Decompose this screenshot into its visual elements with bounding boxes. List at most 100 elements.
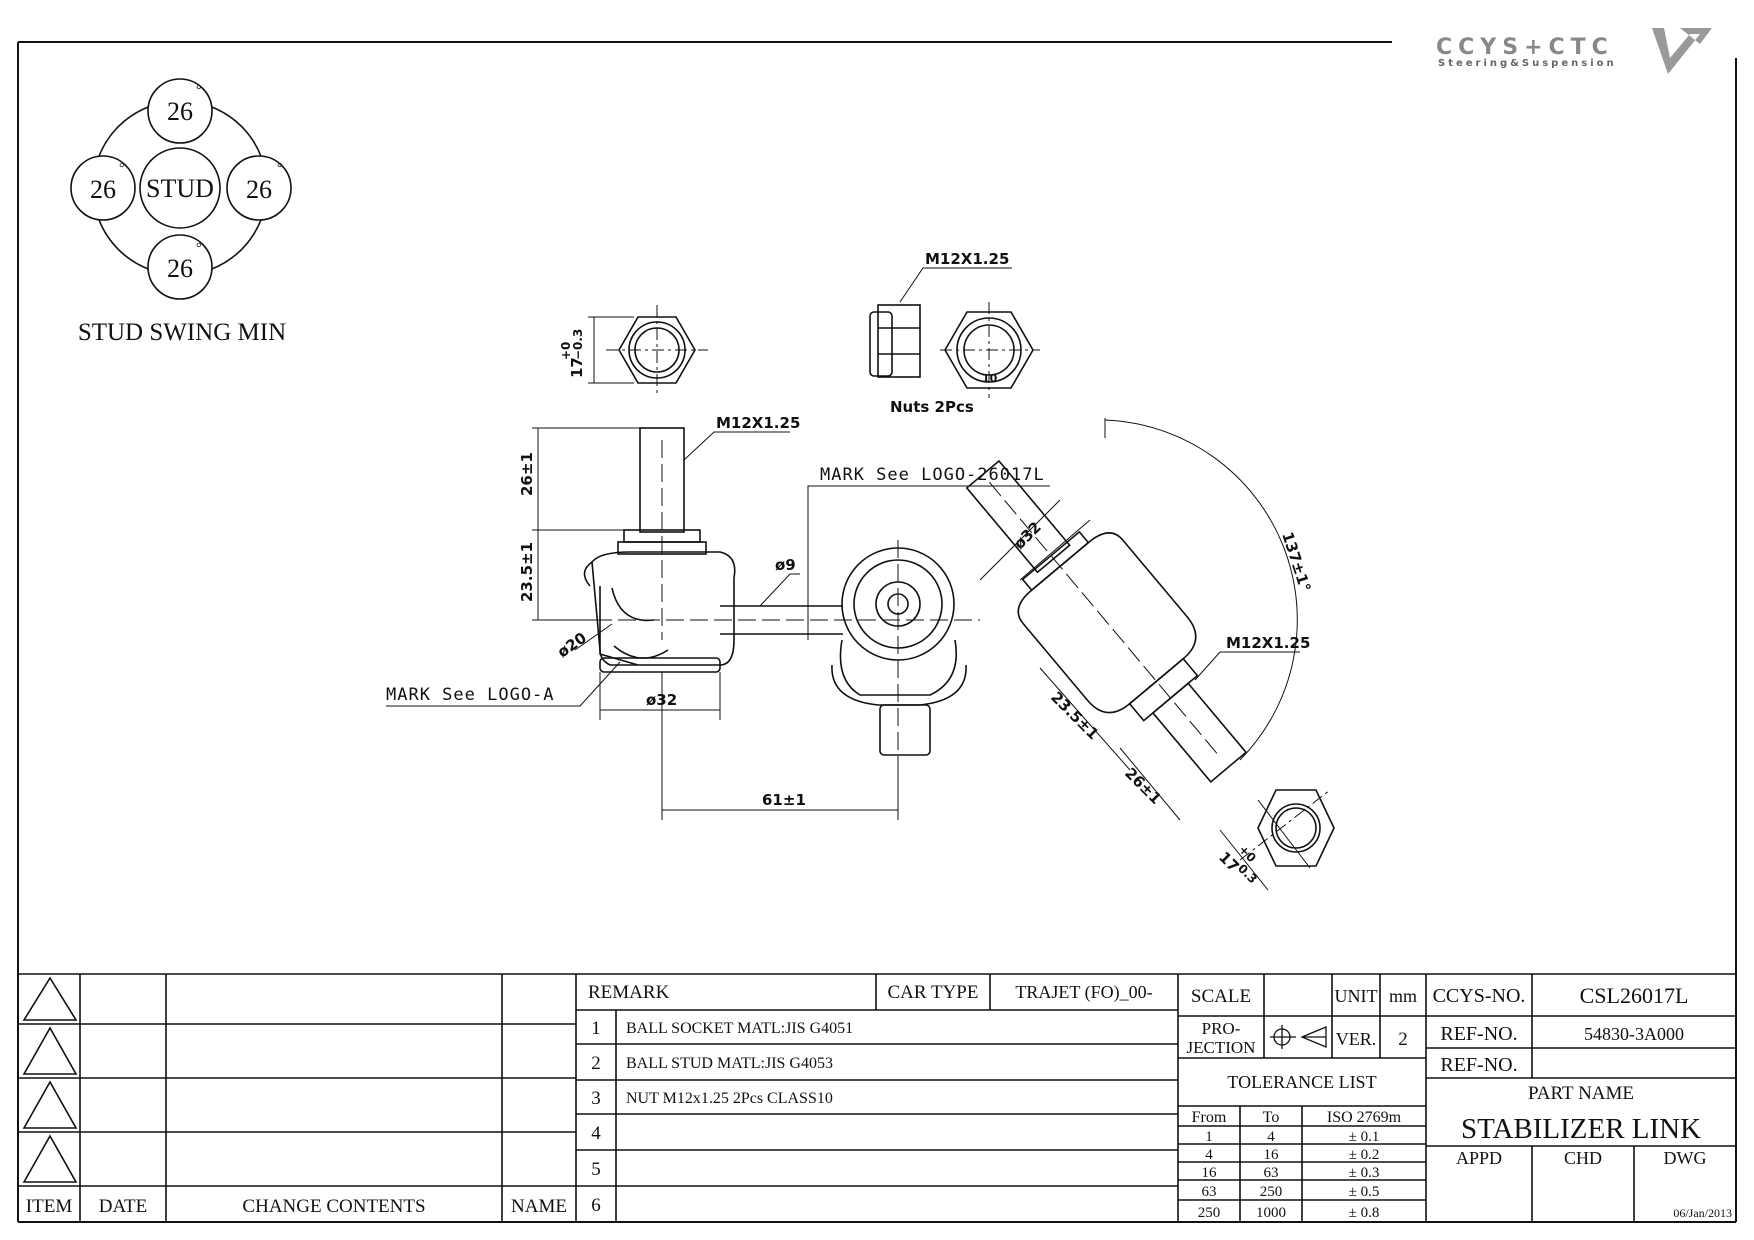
swing-circle-center <box>139 147 221 229</box>
swing-angle-left: 26 <box>90 175 116 204</box>
swing-angle-top: 26 <box>167 97 193 126</box>
remark-no-5: 5 <box>591 1159 601 1180</box>
unit-value: mm <box>1389 986 1417 1006</box>
ref-no2-label: REF-NO. <box>1440 1054 1517 1076</box>
mark-logo-main: MARK See LOGO-26017L <box>820 465 1045 485</box>
tol-header-from: From <box>1192 1109 1227 1126</box>
hex-nut-view-right <box>1239 789 1335 867</box>
projection-line1: PRO- <box>1202 1019 1241 1038</box>
remark-text-2: BALL STUD MATL:JIS G4053 <box>626 1055 833 1072</box>
tol-to-1: 4 <box>1267 1129 1275 1145</box>
tol-from-2: 4 <box>1205 1147 1213 1163</box>
tol-to-4: 250 <box>1260 1184 1283 1200</box>
hex-nut-view-left <box>588 305 708 395</box>
remark-title: REMARK <box>588 982 670 1003</box>
stud-len-left: 26±1 <box>518 452 536 496</box>
tol-header-iso: ISO 2769m <box>1327 1109 1402 1126</box>
part-name-value: STABILIZER LINK <box>1461 1113 1701 1145</box>
stud-swing-caption: STUD SWING MIN <box>78 319 286 346</box>
dwg-label: DWG <box>1664 1148 1707 1168</box>
logo-swoosh-icon <box>1652 28 1712 74</box>
rev-header-change: CHANGE CONTENTS <box>242 1196 425 1217</box>
nuts-views <box>869 267 1040 398</box>
tol-from-4: 63 <box>1202 1184 1217 1200</box>
swing-circle-left <box>70 155 136 221</box>
rev-header-name: NAME <box>511 1196 567 1217</box>
logo-tagline: Steering&Suspension <box>1438 58 1617 69</box>
drawing-date: 06/Jan/2013 <box>1673 1206 1732 1220</box>
ver-value: 2 <box>1398 1029 1408 1050</box>
center-ball-joint <box>831 540 967 770</box>
tol-from-1: 1 <box>1205 1129 1213 1145</box>
mark-logo-a: MARK See LOGO-A <box>386 685 555 705</box>
tol-to-3: 63 <box>1264 1165 1279 1181</box>
ccys-no-label: CCYS-NO. <box>1433 985 1526 1007</box>
link-rod <box>720 605 843 635</box>
length-61-label: 61±1 <box>762 791 806 809</box>
rev-triangle-2 <box>22 1026 78 1075</box>
hex-tol-lower-left: −0.3 <box>571 329 585 360</box>
hex-tol-upper-left: +0 <box>559 342 573 360</box>
remark-no-6: 6 <box>591 1195 601 1216</box>
tol-val-3: ± 0.3 <box>1349 1165 1380 1181</box>
stud-swing-diagram <box>70 78 292 300</box>
revision-triangles <box>22 976 78 1183</box>
dia-9-label: ø9 <box>775 556 796 574</box>
rev-triangle-4 <box>22 1134 78 1183</box>
rev-triangle-1 <box>22 976 78 1021</box>
swing-angle-right: 26 <box>246 175 272 204</box>
tol-from-3: 16 <box>1202 1165 1218 1181</box>
ref-no-value: 54830-3A000 <box>1584 1024 1684 1044</box>
tol-from-5: 250 <box>1198 1205 1221 1221</box>
scale-label: SCALE <box>1191 986 1251 1007</box>
logo-brand: CCYS+CTC <box>1436 35 1614 60</box>
remark-no-1: 1 <box>591 1018 601 1039</box>
tol-to-5: 1000 <box>1256 1205 1286 1221</box>
tol-val-1: ± 0.1 <box>1349 1129 1380 1145</box>
car-type-label: CAR TYPE <box>888 982 979 1003</box>
deg-mark-bottom: ° <box>196 241 202 256</box>
deg-mark-left: ° <box>119 161 125 176</box>
dia-32-left-label: ø32 <box>646 691 677 709</box>
deg-mark-top: ° <box>196 83 202 98</box>
remark-no-4: 4 <box>591 1123 601 1144</box>
ccys-no-value: CSL26017L <box>1580 983 1689 1008</box>
projection-symbol-icon <box>1270 1025 1327 1049</box>
sheet-border <box>17 41 1737 1223</box>
tol-val-2: ± 0.2 <box>1349 1147 1380 1163</box>
company-logo: CCYS+CTC Steering&Suspension <box>1436 28 1712 74</box>
tol-to-2: 16 <box>1264 1147 1280 1163</box>
swing-circle-bottom <box>147 234 213 300</box>
remark-no-3: 3 <box>591 1088 601 1109</box>
appd-label: APPD <box>1456 1148 1502 1168</box>
ver-label: VER. <box>1336 1029 1377 1049</box>
swing-angle-bottom: 26 <box>167 254 193 283</box>
chd-label: CHD <box>1564 1148 1602 1168</box>
nut-small-label: 10 <box>982 372 998 385</box>
deg-mark-right: ° <box>277 161 283 176</box>
tol-val-4: ± 0.5 <box>1349 1184 1380 1200</box>
unit-label: UNIT <box>1335 986 1378 1006</box>
tolerance-title: TOLERANCE LIST <box>1227 1072 1376 1092</box>
remark-text-1: BALL SOCKET MATL:JIS G4051 <box>626 1020 853 1037</box>
swing-circle-top <box>147 78 213 144</box>
thread-right-label: M12X1.25 <box>1226 634 1310 652</box>
ref-no-label: REF-NO. <box>1440 1023 1517 1045</box>
remark-text-3: NUT M12x1.25 2Pcs CLASS10 <box>626 1090 833 1107</box>
part-name-label: PART NAME <box>1528 1083 1634 1104</box>
right-ball-joint <box>965 459 1248 783</box>
nut-qty-label: Nuts 2Pcs <box>890 398 974 416</box>
swing-center-label: STUD <box>146 174 214 203</box>
remark-no-2: 2 <box>591 1053 601 1074</box>
car-type-value: TRAJET (FO)_00- <box>1015 982 1152 1003</box>
left-ball-joint <box>570 427 980 673</box>
hex-dim-left: 17 <box>568 357 586 378</box>
rev-header-item: ITEM <box>26 1196 73 1217</box>
tol-val-5: ± 0.8 <box>1349 1205 1380 1221</box>
nut-callout: M12X1.25 <box>925 250 1009 268</box>
title-block-lines <box>18 973 1736 1222</box>
tol-header-to: To <box>1263 1109 1280 1126</box>
dimension-lines <box>386 418 1311 891</box>
swing-circle-right <box>226 155 292 221</box>
